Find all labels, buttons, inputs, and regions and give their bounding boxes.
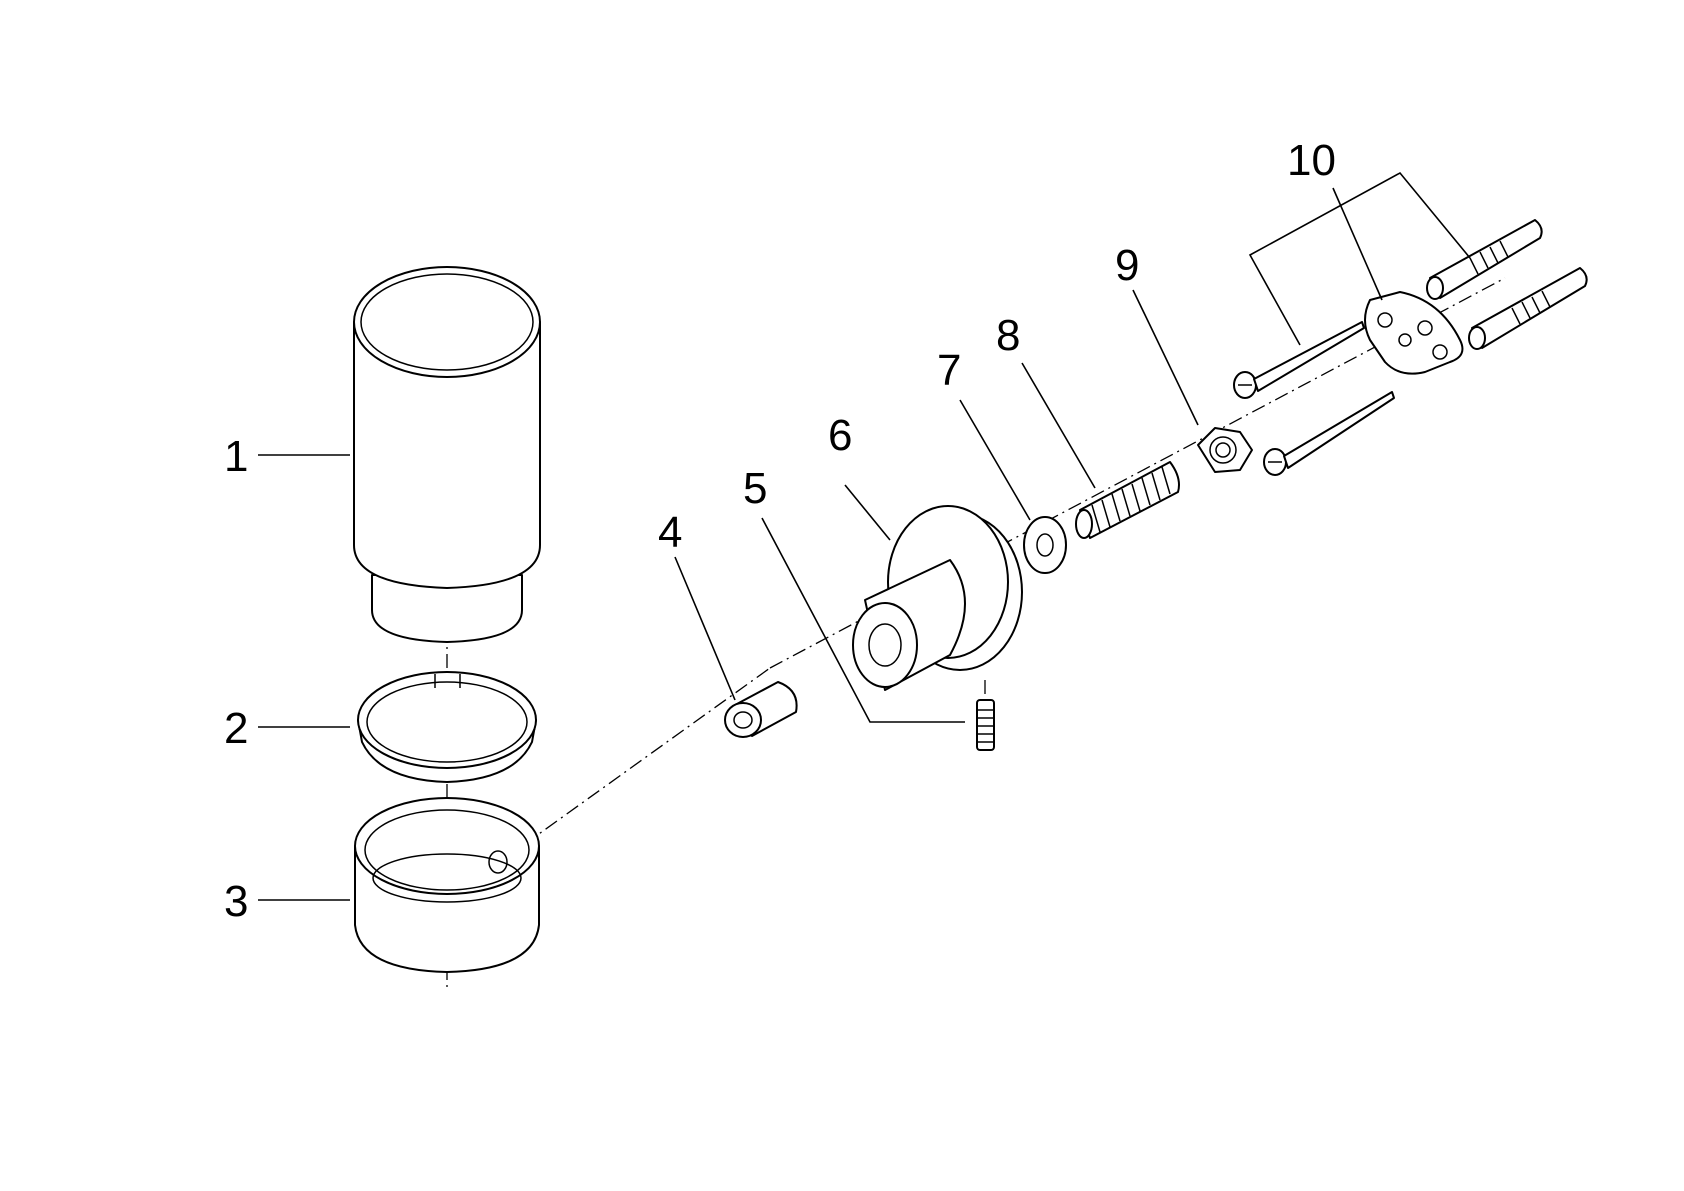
part-5-grub-screw [976,699,995,751]
part-6-bracket [852,505,1023,691]
part-7-washer [1023,516,1067,574]
part-10-mounting-kit [1233,219,1588,476]
callout-10: 10 [1287,136,1336,185]
callout-7: 7 [937,346,961,395]
callout-2: 2 [224,704,248,753]
leader-lines [258,171,1471,901]
callout-6: 6 [828,411,852,460]
part-3-base [354,797,540,973]
callout-4: 4 [658,508,682,557]
callout-5: 5 [743,464,767,513]
callout-1: 1 [224,432,248,481]
callout-9: 9 [1115,241,1139,290]
part-1-glass [353,266,541,643]
part-9-hex-nut [1197,427,1253,473]
part-2-ring [357,671,537,783]
callouts: 1 2 3 4 5 6 7 8 9 10 [224,136,1336,926]
callout-8: 8 [996,311,1020,360]
part-4-sleeve [724,681,798,738]
callout-3: 3 [224,877,248,926]
part-8-threaded-stud [1075,461,1180,539]
